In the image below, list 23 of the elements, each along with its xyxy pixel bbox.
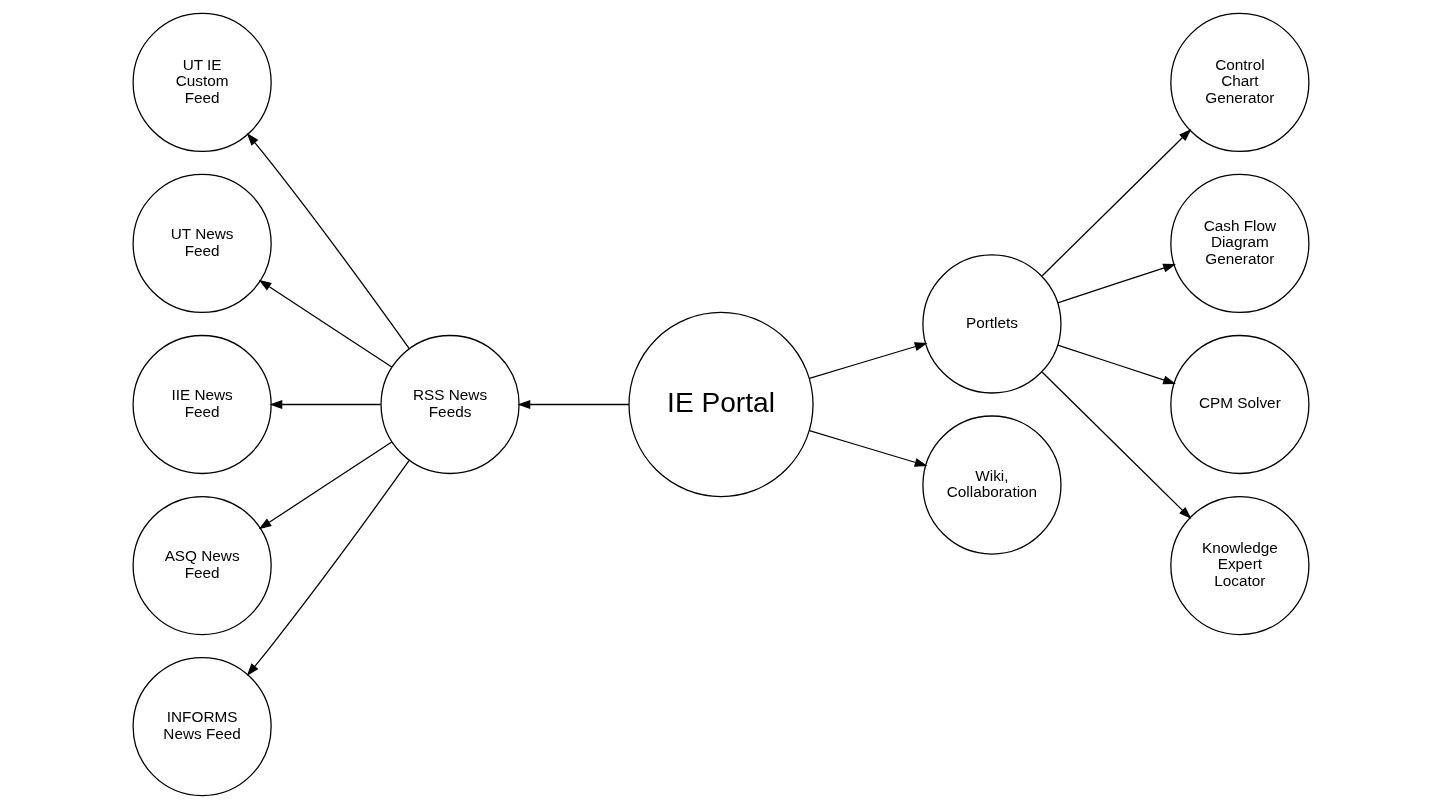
arrow — [517, 400, 630, 409]
node-circle: Knowledge Expert Locator — [1170, 495, 1310, 636]
node-circle: Control Chart Generator — [1170, 12, 1310, 153]
arrow — [246, 459, 410, 677]
node-circle: IE Portal — [628, 311, 814, 498]
arrow — [258, 441, 393, 530]
arrow — [1041, 128, 1192, 277]
arrow — [808, 430, 928, 467]
arrow — [258, 279, 393, 368]
arrow — [269, 400, 382, 409]
arrow — [1041, 371, 1192, 520]
node-circle: Wiki, Collaboration — [922, 415, 1062, 555]
arrow — [1057, 344, 1176, 385]
arrow — [808, 342, 928, 379]
node-circle: RSS News Feeds — [380, 334, 520, 475]
node-circle: Portlets — [922, 254, 1062, 394]
arrow — [246, 132, 410, 350]
node-circle: CPM Solver — [1170, 334, 1310, 475]
node-circle: Cash Flow Diagram Generator — [1170, 173, 1310, 314]
node-circle: UT IE Custom Feed — [132, 12, 272, 153]
node-circle: INFORMS News Feed — [132, 656, 272, 797]
node-circle: IIE News Feed — [132, 334, 272, 475]
arrow — [1057, 263, 1176, 304]
